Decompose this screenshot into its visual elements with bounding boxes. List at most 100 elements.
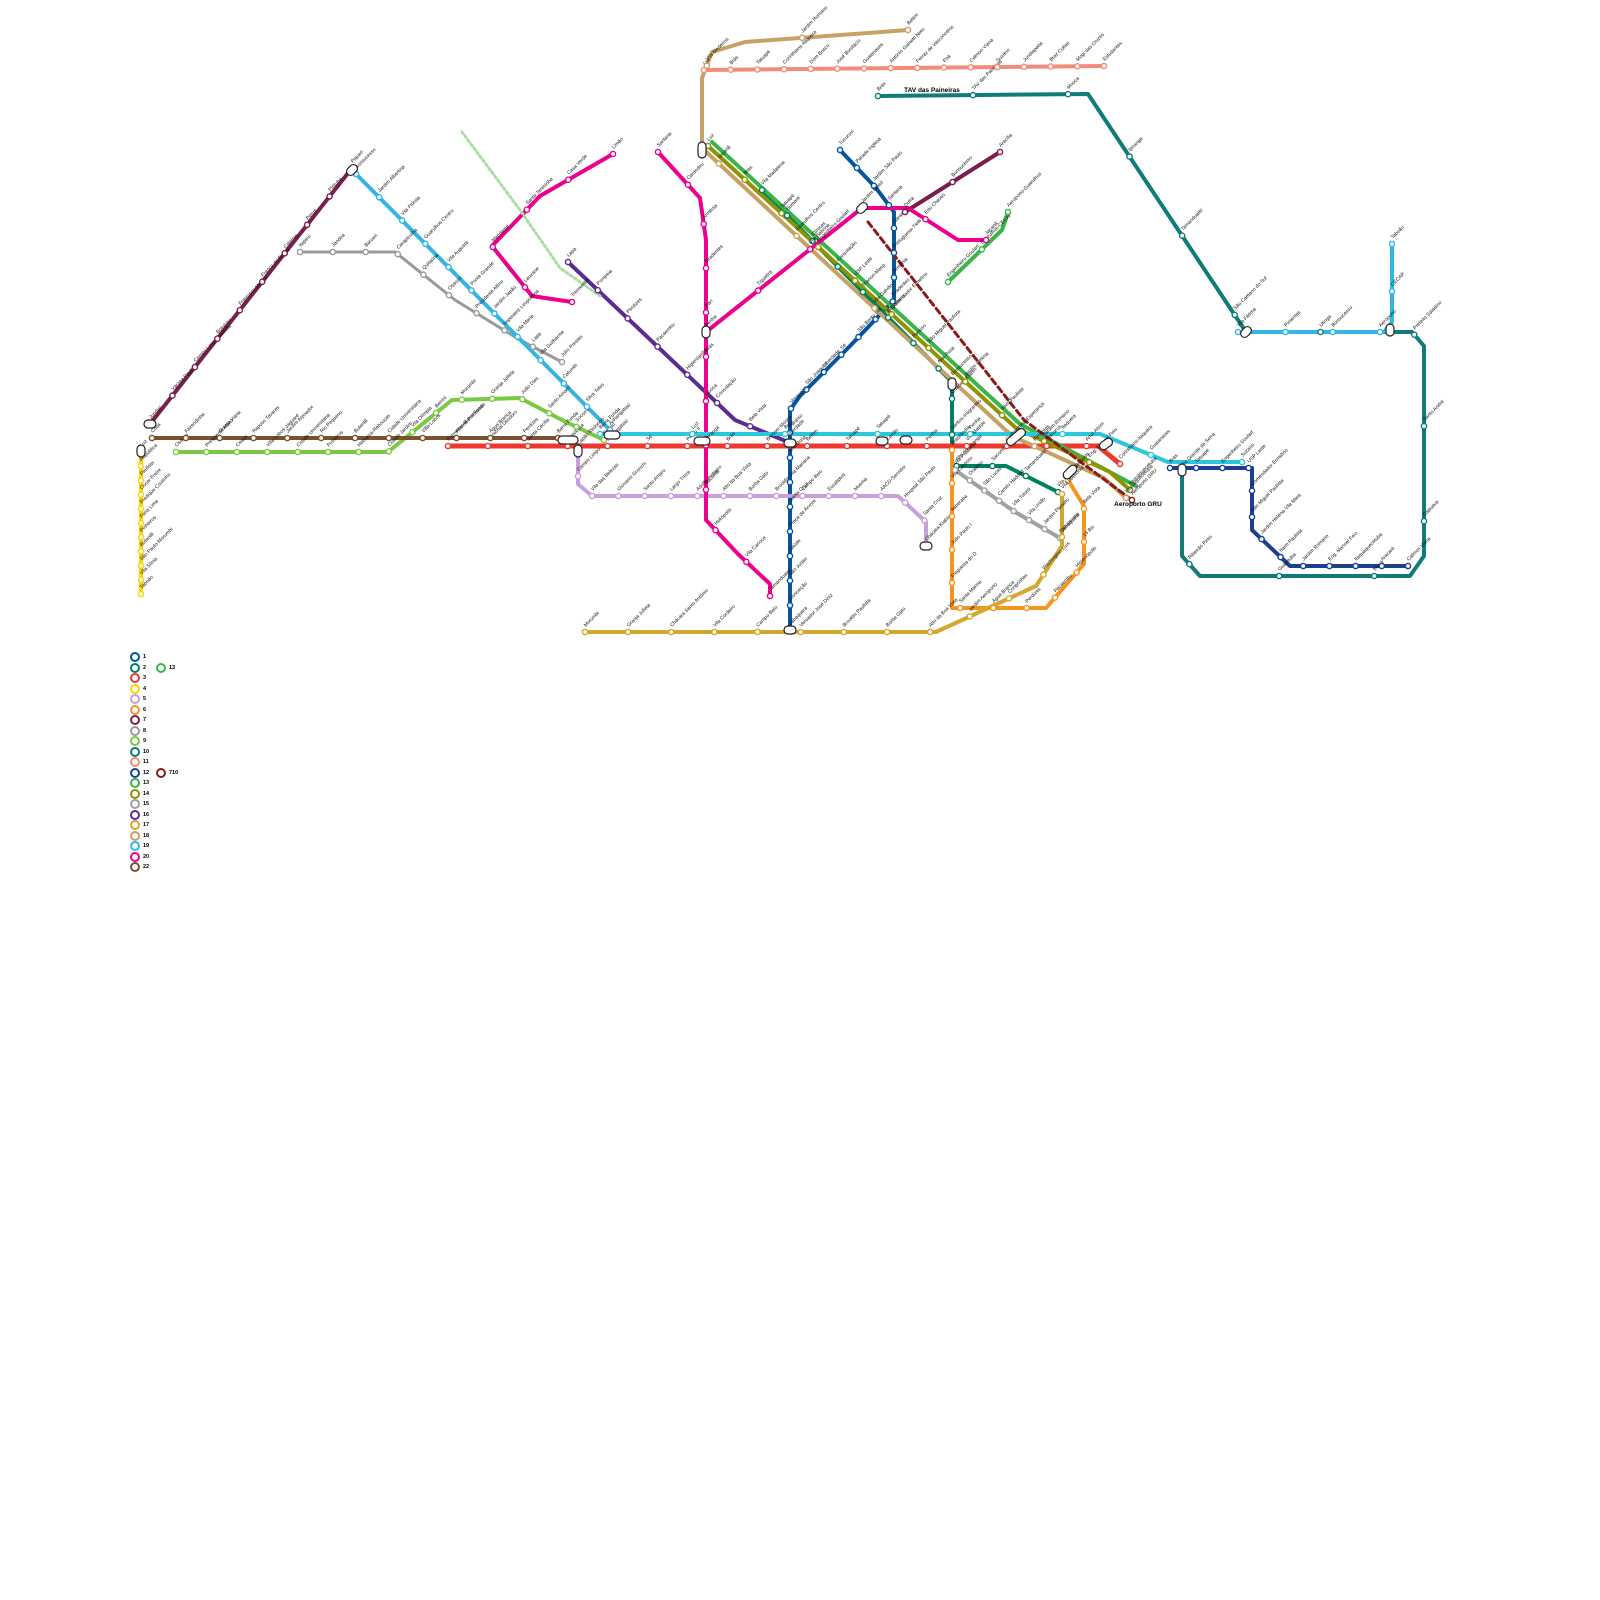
station-dot xyxy=(786,577,794,585)
station-label: Luz xyxy=(139,438,149,448)
legend-line-icon xyxy=(130,704,140,715)
station-dot xyxy=(990,604,997,612)
legend-row-line-20: 20 xyxy=(130,851,149,863)
station-label: Hospital São Paulo xyxy=(903,465,937,499)
station-dot xyxy=(926,628,934,636)
legend-row-line-2: 2 xyxy=(130,662,149,674)
station-dot xyxy=(1074,63,1081,70)
station-dot xyxy=(798,34,806,42)
station-dot xyxy=(216,434,223,442)
station-label: Calmon Viana xyxy=(969,37,996,64)
station-dot xyxy=(1010,507,1017,515)
station-label: Ipiranga xyxy=(1127,136,1144,153)
legend-line-icon xyxy=(130,715,140,726)
station-dot xyxy=(1147,451,1155,459)
station-dot xyxy=(702,486,710,494)
station-dot xyxy=(263,448,271,456)
station-dot xyxy=(1376,328,1384,336)
station-dot xyxy=(781,430,789,438)
station-dot xyxy=(825,492,833,500)
station-dot xyxy=(568,298,576,306)
station-dot xyxy=(148,434,156,442)
station-dot xyxy=(1058,533,1066,541)
interchange-marker xyxy=(573,444,583,458)
legend-line-icon xyxy=(130,757,140,768)
station-dot xyxy=(956,604,964,612)
station-dot xyxy=(890,224,898,232)
station-label: Edu Chaves xyxy=(923,192,947,216)
station-label: Vila União xyxy=(1027,496,1047,516)
station-dot xyxy=(815,243,822,251)
station-dot xyxy=(1040,571,1047,579)
station-label: João Dias xyxy=(520,375,540,395)
station-dot xyxy=(851,277,859,284)
station-label: Brás xyxy=(725,431,737,443)
station-dot xyxy=(925,344,932,352)
station-dot xyxy=(966,430,974,438)
station-dot xyxy=(712,526,719,534)
legend-line-label: 18 xyxy=(143,832,150,839)
station-dot xyxy=(1022,472,1030,480)
station-dot xyxy=(901,499,909,506)
station-dot xyxy=(213,335,221,343)
station-dot xyxy=(1040,437,1048,445)
station-dot xyxy=(772,492,780,500)
interchange-marker xyxy=(557,435,579,445)
legend-row-line-7: 7 xyxy=(130,715,149,726)
legend-line-label: 1 xyxy=(143,654,147,661)
station-dot xyxy=(799,492,806,500)
station-label: Sé xyxy=(839,342,848,351)
legend-line-label: 4 xyxy=(143,685,147,692)
legend-row-line-14: 14 xyxy=(130,788,149,800)
station-label: Ribeirão Pires xyxy=(1187,534,1214,561)
station-label: Bonsucesso xyxy=(1331,305,1355,329)
interchange-marker xyxy=(701,325,711,339)
station-label: Jardim Romano xyxy=(1301,533,1330,562)
station-dot xyxy=(488,395,496,403)
station-label: Eucaliptos xyxy=(827,472,848,493)
station-label: Jundiapeba xyxy=(1022,41,1045,64)
station-label: Aeroporto-Guarulhos xyxy=(1006,171,1044,209)
station-dot xyxy=(1245,464,1252,472)
legend-row-line-13: 13 xyxy=(130,778,149,789)
station-label: Tucuruvi xyxy=(838,129,856,147)
transit-line-17 xyxy=(583,492,1064,634)
station-dot xyxy=(874,430,881,438)
station-label: Pacaembu xyxy=(655,322,676,343)
station-dot xyxy=(887,64,895,72)
station-dot xyxy=(1352,562,1359,570)
station-dot xyxy=(703,62,711,69)
station-dot xyxy=(888,310,896,318)
interchange-marker xyxy=(783,438,797,448)
station-dot xyxy=(236,306,244,314)
station-dot xyxy=(501,327,508,334)
station-label: Jandira xyxy=(331,232,347,248)
station-label: Mandaqui xyxy=(491,224,511,244)
station-dot xyxy=(1085,458,1093,466)
station-dot xyxy=(1258,535,1265,543)
station-dot xyxy=(191,363,199,371)
station-dot xyxy=(700,66,708,74)
legend-line-icon xyxy=(130,788,140,799)
station-dot xyxy=(741,176,749,183)
station-dot xyxy=(921,517,928,524)
legend-line-label: 7 xyxy=(143,717,147,724)
station-label: Tamanduateí xyxy=(1024,447,1049,472)
station-label: Vila Flórida xyxy=(400,195,422,217)
station-dot xyxy=(923,442,931,450)
station-dot xyxy=(754,628,761,636)
station-dot xyxy=(890,249,898,257)
station-dot xyxy=(1388,288,1396,295)
station-dot xyxy=(564,258,572,266)
station-label: Borba Gato xyxy=(748,470,770,492)
station-label: Belém xyxy=(906,12,920,26)
station-label: Brás xyxy=(743,164,755,176)
station-label: Silva Teles xyxy=(585,382,606,403)
station-label: Barueri xyxy=(364,233,380,249)
station-dot xyxy=(445,263,452,271)
station-dot xyxy=(951,466,959,474)
station-label: Pimentas xyxy=(1283,309,1302,328)
station-dot xyxy=(182,434,190,442)
station-dot xyxy=(967,64,975,71)
